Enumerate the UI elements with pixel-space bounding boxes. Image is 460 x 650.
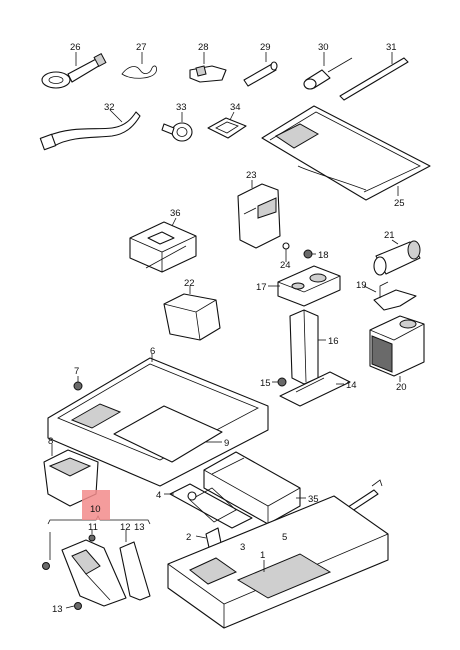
callout-7[interactable]: 7 xyxy=(74,366,79,377)
callout-8[interactable]: 8 xyxy=(48,436,53,447)
part-24-screw[interactable] xyxy=(282,242,290,258)
callout-10[interactable]: 10 xyxy=(90,504,101,515)
callout-1[interactable]: 1 xyxy=(260,550,265,561)
part-19-bracket[interactable] xyxy=(373,281,417,311)
callout-21[interactable]: 21 xyxy=(384,230,395,241)
callout-5[interactable]: 5 xyxy=(282,532,287,543)
callout-26[interactable]: 26 xyxy=(70,42,81,53)
part-23-holder[interactable] xyxy=(237,183,281,249)
callout-11[interactable]: 11 xyxy=(88,522,98,533)
callout-25[interactable]: 25 xyxy=(394,198,405,209)
callout-12[interactable]: 12 xyxy=(120,522,131,533)
callout-16[interactable]: 16 xyxy=(328,336,339,347)
callout-36[interactable]: 36 xyxy=(170,208,181,219)
part-28-bracket[interactable] xyxy=(189,65,227,83)
callout-29[interactable]: 29 xyxy=(260,42,271,53)
callout-6[interactable]: 6 xyxy=(150,346,155,357)
callout-18[interactable]: 18 xyxy=(318,250,329,261)
part-27-spring-clip[interactable] xyxy=(121,65,157,79)
callout-22[interactable]: 22 xyxy=(184,278,195,289)
callout-31[interactable]: 31 xyxy=(386,42,397,53)
callout-27[interactable]: 27 xyxy=(136,42,147,53)
part-30-screwdriver[interactable] xyxy=(303,57,353,90)
part-29-pin[interactable] xyxy=(243,61,278,87)
part-12-pad[interactable] xyxy=(119,541,151,601)
part-35-foam-sleeve[interactable] xyxy=(203,451,301,525)
part-22-foam-insert[interactable] xyxy=(163,293,221,341)
part-9-mat[interactable] xyxy=(113,405,223,463)
part-7-screw[interactable] xyxy=(73,381,83,391)
part-13-holder[interactable] xyxy=(61,539,127,607)
callout-35[interactable]: 35 xyxy=(308,494,319,505)
highlight-callout-10 xyxy=(82,490,110,520)
callout-19[interactable]: 19 xyxy=(356,280,367,291)
part-11-screw[interactable] xyxy=(88,534,96,542)
callout-4[interactable]: 4 xyxy=(156,490,161,501)
part-18-screw[interactable] xyxy=(303,249,313,259)
callout-17[interactable]: 17 xyxy=(256,282,267,293)
callout-20[interactable]: 20 xyxy=(396,382,407,393)
callout-32[interactable]: 32 xyxy=(104,102,115,113)
part-34-plate[interactable] xyxy=(207,117,247,139)
part-20-battery[interactable] xyxy=(369,315,425,377)
part-25-tool-bag[interactable] xyxy=(261,105,431,201)
part-17-holder-block[interactable] xyxy=(277,265,341,307)
part-4-jack[interactable] xyxy=(169,483,253,529)
callout-15[interactable]: 15 xyxy=(260,378,271,389)
part-14-bracket[interactable] xyxy=(279,371,351,407)
part-21-compressor[interactable] xyxy=(373,240,421,276)
part-26-towing-eye[interactable] xyxy=(41,53,107,89)
part-15-nut[interactable] xyxy=(277,377,287,387)
part-13-screw[interactable] xyxy=(42,562,82,610)
callout-3[interactable]: 3 xyxy=(240,542,245,553)
callout-24[interactable]: 24 xyxy=(280,260,291,271)
callout-23[interactable]: 23 xyxy=(246,170,257,181)
callout-13-top[interactable]: 13 xyxy=(134,522,145,533)
part-1-storage-insert[interactable] xyxy=(167,495,389,629)
callout-34[interactable]: 34 xyxy=(230,102,241,113)
part-32-tube[interactable] xyxy=(39,111,141,151)
part-33-valve[interactable] xyxy=(161,122,193,142)
part-31-rod[interactable] xyxy=(339,57,409,101)
callout-2[interactable]: 2 xyxy=(186,532,191,543)
callout-13-bottom[interactable]: 13 xyxy=(52,604,63,615)
callout-33[interactable]: 33 xyxy=(176,102,187,113)
callout-14[interactable]: 14 xyxy=(346,380,357,391)
part-36-kit-box[interactable] xyxy=(129,221,197,273)
part-16-strap[interactable] xyxy=(289,309,319,385)
callout-9[interactable]: 9 xyxy=(224,438,229,449)
callout-30[interactable]: 30 xyxy=(318,42,329,53)
callout-28[interactable]: 28 xyxy=(198,42,209,53)
